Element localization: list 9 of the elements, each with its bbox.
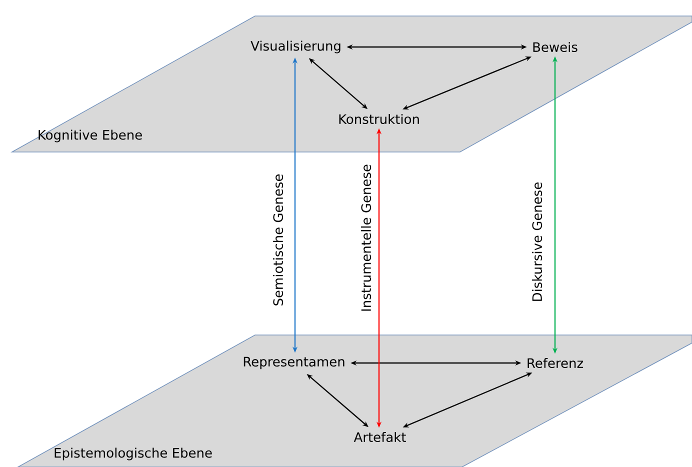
- edge-label: Diskursive Genese: [532, 182, 542, 301]
- concept-label: Referenz: [528, 358, 584, 368]
- concept-label: Artefakt: [354, 432, 406, 442]
- concept-label: Beweis: [533, 42, 578, 52]
- concept-label: Visualisierung: [250, 40, 340, 54]
- concept-label: Representamen: [244, 356, 344, 370]
- edge-label: Semiotische Genese: [272, 174, 284, 306]
- edge-label: Instrumentelle Genese: [360, 164, 372, 311]
- concept-label: Konstruktion: [339, 114, 419, 124]
